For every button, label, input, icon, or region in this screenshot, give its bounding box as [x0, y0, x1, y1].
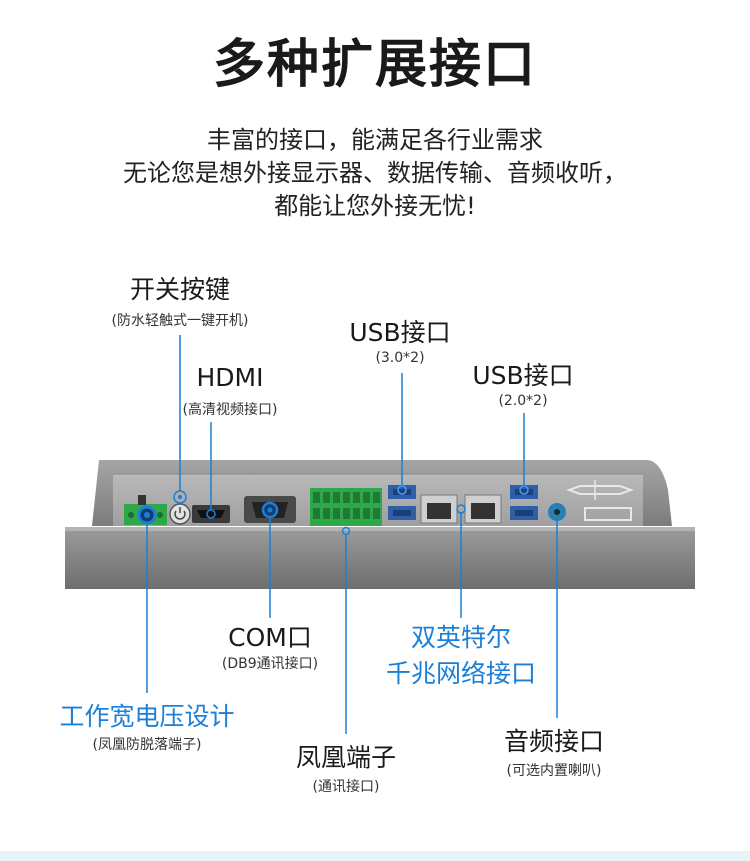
hdmi-label: HDMI: [196, 363, 264, 392]
usb2-label: USB接口: [472, 361, 574, 390]
usb3-sublabel: (3.0*2): [375, 350, 425, 366]
page-title: 多种扩展接口: [212, 35, 537, 95]
audio-jack: [548, 503, 566, 521]
bottom-strip: [0, 851, 750, 861]
front-bezel: [65, 527, 695, 589]
usb2-sublabel: (2.0*2): [498, 393, 548, 409]
power-button-sublabel: (防水轻触式一键开机): [111, 313, 249, 329]
terminal-screw: [363, 492, 370, 503]
terminal-screw: [343, 492, 350, 503]
terminal-screw: [363, 508, 370, 519]
usb3-ports: [388, 485, 416, 520]
intro-line-1: 丰富的接口，能满足各行业需求: [207, 126, 543, 154]
vent-slots: [566, 480, 634, 521]
power-input-sublabel: (凤凰防脱落端子): [92, 737, 202, 753]
terminal-screw: [333, 492, 340, 503]
power-button: [169, 490, 191, 525]
terminal-screw: [313, 492, 320, 503]
audio-sublabel: (可选内置喇叭): [506, 763, 602, 779]
hdmi-sublabel: (高清视频接口): [182, 402, 278, 418]
lan-label-line-2: 千兆网络接口: [385, 659, 536, 688]
power-button-label: 开关按键: [129, 275, 230, 304]
terminal-screw: [333, 508, 340, 519]
hdmi-port: [192, 505, 230, 523]
power-input-terminal: [124, 495, 167, 525]
audio-label: 音频接口: [503, 727, 604, 756]
com-label: COM口: [228, 623, 312, 652]
terminal-screw: [343, 508, 350, 519]
power-input-label: 工作宽电压设计: [59, 702, 235, 731]
intro-line-3: 都能让您外接无忧!: [274, 192, 476, 220]
phoenix-sublabel: (通讯接口): [312, 779, 380, 795]
terminal-screw: [353, 492, 360, 503]
phoenix-marker: [341, 526, 351, 536]
usb3-label: USB接口: [349, 318, 451, 347]
com-port: [244, 496, 296, 523]
terminal-screw: [323, 508, 330, 519]
leader-lines: [146, 335, 558, 734]
terminal-screw: [323, 492, 330, 503]
com-sublabel: (DB9通讯接口): [221, 656, 319, 672]
phoenix-label: 凤凰端子: [295, 743, 396, 772]
terminal-screw: [353, 508, 360, 519]
phoenix-terminal-block: [310, 488, 382, 526]
lan-ports: [420, 494, 502, 524]
terminal-screw: [373, 492, 380, 503]
terminal-screw: [373, 508, 380, 519]
terminal-screw: [313, 508, 320, 519]
intro-line-2: 无论您是想外接显示器、数据传输、音频收听，: [123, 159, 627, 187]
lan-label-line-1: 双英特尔: [410, 623, 511, 652]
